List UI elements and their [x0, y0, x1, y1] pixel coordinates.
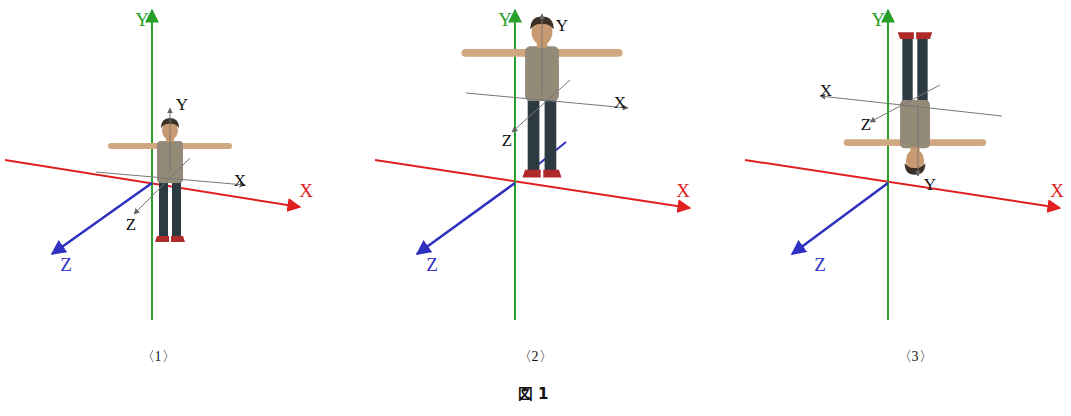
local-axis-label: Z: [861, 116, 871, 133]
world-axis-label: Y: [871, 10, 885, 29]
local-axis-label: X: [614, 94, 626, 111]
local-axis-label: Z: [502, 132, 512, 149]
world-axis-label: Z: [426, 255, 438, 274]
world-axis-label: X: [299, 181, 313, 200]
local-axis-label: X: [820, 82, 832, 99]
world-axis-label: Y: [135, 10, 149, 29]
panel-number: 〈2〉: [518, 350, 553, 364]
panel-number: 〈3〉: [898, 350, 933, 364]
world-axis-label: Z: [60, 255, 72, 274]
local-axis-label: Y: [556, 17, 568, 34]
panel-number: 〈1〉: [141, 350, 176, 364]
world-axis-label: Y: [498, 10, 512, 29]
figure-caption: 図 1: [518, 387, 549, 402]
local-axis-label: X: [234, 172, 246, 189]
local-axis-label: Y: [176, 96, 188, 113]
world-axis-label: Z: [814, 255, 826, 274]
world-axis-label: X: [1050, 181, 1064, 200]
local-axis-label: Z: [126, 216, 136, 233]
world-axis-label: X: [676, 181, 690, 200]
local-axis-label: Y: [924, 176, 936, 193]
